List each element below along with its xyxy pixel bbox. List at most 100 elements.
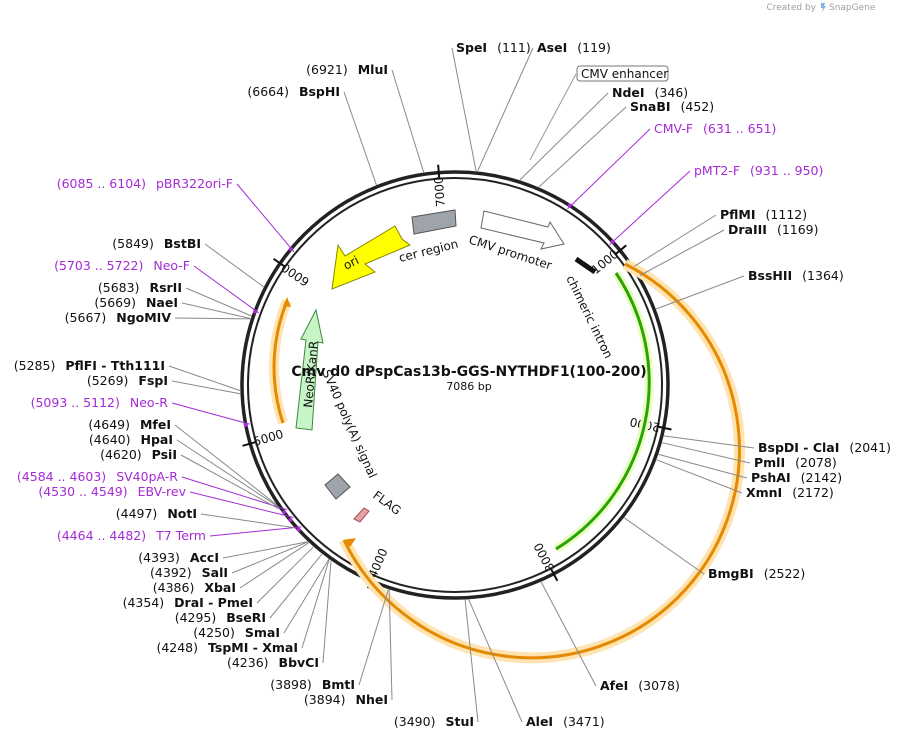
site-leader-line bbox=[464, 599, 479, 723]
neo-arrowhead bbox=[283, 297, 291, 307]
site-leader-line bbox=[222, 541, 308, 559]
site-name: SmaI bbox=[245, 625, 280, 640]
restriction-site-label[interactable]: NdeI(346) bbox=[612, 85, 688, 100]
restriction-site-label[interactable]: (4386)XbaI bbox=[153, 580, 236, 595]
primer-label[interactable]: (6085 .. 6104) pBR322ori-F bbox=[57, 176, 233, 191]
site-name: T7 Term bbox=[155, 528, 206, 543]
primer-binding-mark bbox=[296, 527, 301, 532]
restriction-site-label[interactable]: (4393)AccI bbox=[138, 550, 219, 565]
site-position: (4392) bbox=[150, 565, 192, 580]
cmv-enhancer-box bbox=[576, 65, 669, 82]
site-leader-line bbox=[168, 365, 241, 392]
primer-binding-mark bbox=[610, 239, 615, 244]
primer-leader-line bbox=[171, 402, 250, 425]
site-position: (5285) bbox=[14, 358, 56, 373]
site-position: (6664) bbox=[247, 84, 289, 99]
restriction-site-label[interactable]: (4392)SalI bbox=[150, 565, 228, 580]
restriction-site-label[interactable]: PshAI(2142) bbox=[751, 470, 842, 485]
site-leader-line bbox=[663, 435, 755, 449]
plasmid-size: 7086 bp bbox=[446, 380, 491, 393]
restriction-site-label[interactable]: AleI(3471) bbox=[526, 714, 605, 729]
site-name: AccI bbox=[190, 550, 219, 565]
site-position: (631 .. 651) bbox=[703, 121, 776, 136]
site-leader-line bbox=[658, 453, 748, 479]
site-name: pBR322ori-F bbox=[156, 176, 233, 191]
tick-mark bbox=[549, 568, 559, 582]
restriction-site-label[interactable]: (4354)DraI - PmeI bbox=[123, 595, 253, 610]
restriction-site-label[interactable]: (5285)PflFI - Tth111I bbox=[14, 358, 165, 373]
restriction-site-label[interactable]: AfeI(3078) bbox=[600, 678, 680, 693]
restriction-site-label[interactable]: (3894)NheI bbox=[304, 692, 388, 707]
restriction-site-label[interactable]: (5849)BstBI bbox=[112, 236, 201, 251]
primer-label[interactable]: (5093 .. 5112)Neo-R bbox=[31, 395, 169, 410]
plasmid-title-block: Cmv d0 dPspCas13b-GGS-NYTHDF1(100-200) 7… bbox=[291, 364, 646, 393]
site-name: HpaI bbox=[141, 432, 174, 447]
site-position: (5667) bbox=[65, 310, 107, 325]
primer-label[interactable]: (4530 .. 4549)EBV-rev bbox=[38, 484, 186, 499]
site-leader-line bbox=[343, 91, 377, 186]
restriction-site-label[interactable]: (5269)FspI bbox=[87, 373, 168, 388]
restriction-site-label[interactable]: (4236)BbvCI bbox=[227, 655, 319, 670]
restriction-site-label[interactable]: SnaBI(452) bbox=[630, 99, 714, 114]
site-position: (2041) bbox=[849, 440, 891, 455]
site-name: EBV-rev bbox=[138, 484, 187, 499]
primer-leader-line bbox=[189, 491, 294, 518]
site-leader-line bbox=[174, 317, 251, 320]
site-leader-line bbox=[634, 214, 717, 267]
backbone-outer-strand bbox=[240, 170, 670, 600]
site-name: MluI bbox=[358, 62, 388, 77]
cer-region-label: cer region bbox=[397, 237, 459, 265]
restriction-site-label[interactable]: (6664)BspHI bbox=[247, 84, 340, 99]
primer-label[interactable]: (4464 .. 4482)T7 Term bbox=[57, 528, 206, 543]
site-position: (6085 .. 6104) bbox=[57, 176, 146, 191]
site-name: pMT2-F bbox=[694, 163, 740, 178]
site-position: (2172) bbox=[792, 485, 834, 500]
restriction-site-label[interactable]: (3898)BmtI bbox=[270, 677, 355, 692]
site-name: AseI bbox=[537, 40, 567, 55]
restriction-site-label[interactable]: (4497)NotI bbox=[116, 506, 197, 521]
primer-label[interactable]: pMT2-F(931 .. 950) bbox=[694, 163, 823, 178]
site-leader-line bbox=[656, 459, 743, 494]
neo-cds-arc bbox=[272, 300, 289, 424]
site-leader-line bbox=[269, 553, 323, 619]
site-position: (4640) bbox=[89, 432, 131, 447]
site-position: (119) bbox=[577, 40, 611, 55]
restriction-site-label[interactable]: (4248)TspMI - XmaI bbox=[156, 640, 298, 655]
tick-label: 7000 bbox=[432, 176, 448, 208]
site-position: (4497) bbox=[116, 506, 158, 521]
site-position: (5849) bbox=[112, 236, 154, 251]
restriction-site-label[interactable]: (5669)NaeI bbox=[94, 295, 178, 310]
restriction-site-label[interactable]: PflMI(1112) bbox=[720, 207, 807, 222]
site-name: PflMI bbox=[720, 207, 756, 222]
primer-label[interactable]: CMV-F(631 .. 651) bbox=[654, 121, 776, 136]
tick-mark bbox=[273, 257, 286, 268]
site-name: XbaI bbox=[204, 580, 236, 595]
site-leader-line bbox=[540, 581, 597, 687]
primer-label[interactable]: (4584 .. 4603)SV40pA-R bbox=[17, 469, 178, 484]
restriction-site-label[interactable]: BmgBI(2522) bbox=[708, 566, 805, 581]
site-position: (3894) bbox=[304, 692, 346, 707]
site-position: (4584 .. 4603) bbox=[17, 469, 106, 484]
primer-label[interactable]: (5703 .. 5722)Neo-F bbox=[54, 258, 190, 273]
restriction-site-label[interactable]: (4250)SmaI bbox=[193, 625, 280, 640]
restriction-site-label[interactable]: PmlI(2078) bbox=[754, 455, 837, 470]
restriction-site-label[interactable]: BspDI - ClaI(2041) bbox=[758, 440, 891, 455]
restriction-site-label[interactable]: (5667)NgoMIV bbox=[65, 310, 172, 325]
restriction-site-label[interactable]: BssHII(1364) bbox=[748, 268, 844, 283]
restriction-site-label[interactable]: SpeI(111) bbox=[456, 40, 531, 55]
restriction-site-label[interactable]: (4649)MfeI bbox=[88, 417, 171, 432]
restriction-site-label[interactable]: (4295)BseRI bbox=[175, 610, 266, 625]
restriction-site-label[interactable]: DraIII(1169) bbox=[728, 222, 819, 237]
cmv-enhancer-label: CMV enhancer bbox=[581, 67, 668, 81]
site-name: BssHII bbox=[748, 268, 792, 283]
restriction-site-label[interactable]: XmnI(2172) bbox=[746, 485, 834, 500]
restriction-site-label[interactable]: (3490)StuI bbox=[394, 714, 474, 729]
neor-kanr-label: NeoR/KanR bbox=[301, 340, 321, 408]
restriction-site-label[interactable]: (4620)PsiI bbox=[100, 447, 177, 462]
restriction-site-label[interactable]: (6921)MluI bbox=[306, 62, 388, 77]
restriction-site-label[interactable]: (4640) HpaI bbox=[89, 432, 173, 447]
restriction-site-label[interactable]: (5683)RsrII bbox=[98, 280, 182, 295]
site-leader-line bbox=[538, 106, 627, 188]
restriction-site-label[interactable]: AseI (119) bbox=[537, 40, 611, 55]
site-leader-line bbox=[185, 287, 252, 317]
